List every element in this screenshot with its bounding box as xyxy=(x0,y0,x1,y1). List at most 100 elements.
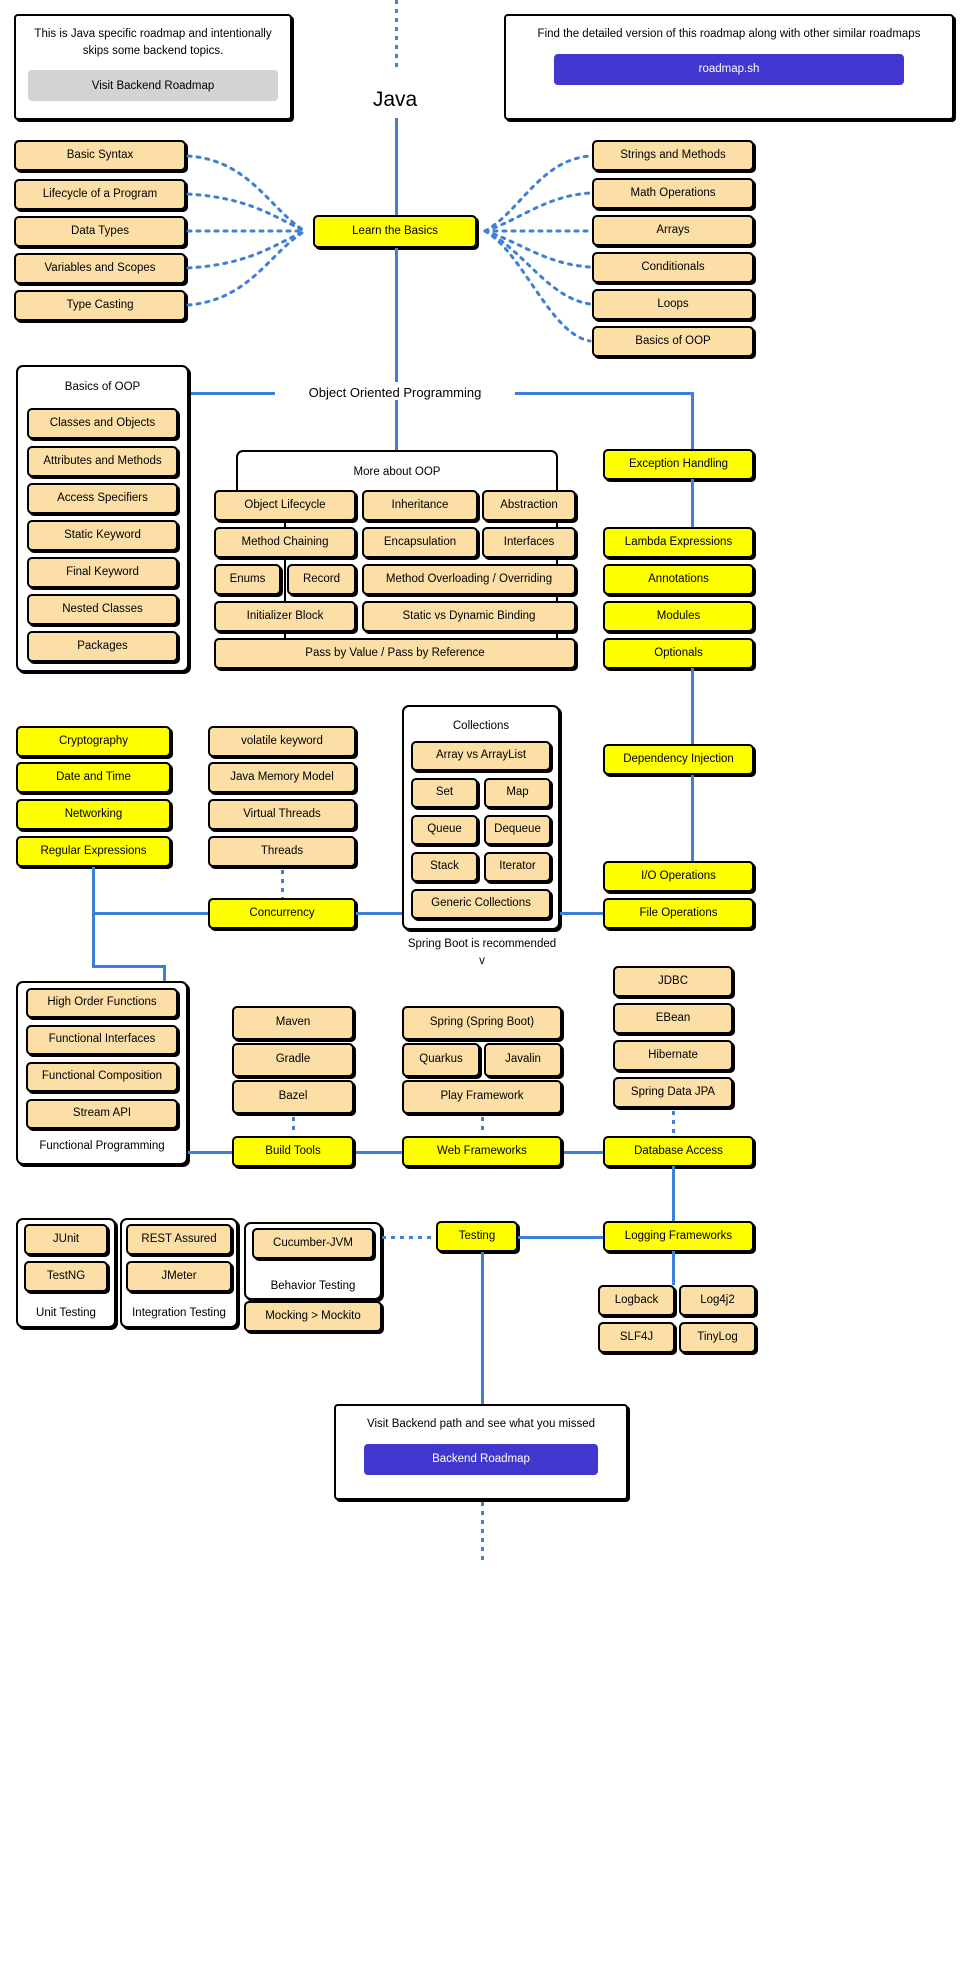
node-virtual-threads[interactable]: Virtual Threads xyxy=(208,799,356,830)
node-pass-by-value-pass-by-reference[interactable]: Pass by Value / Pass by Reference xyxy=(214,638,576,669)
node-basic-syntax[interactable]: Basic Syntax xyxy=(14,140,186,171)
node-database-access[interactable]: Database Access xyxy=(603,1136,754,1167)
node-regular-expressions[interactable]: Regular Expressions xyxy=(16,836,171,867)
node-modules[interactable]: Modules xyxy=(603,601,754,632)
node-hibernate[interactable]: Hibernate xyxy=(613,1040,733,1071)
node-enums[interactable]: Enums xyxy=(214,564,281,595)
node-log4j2[interactable]: Log4j2 xyxy=(679,1285,756,1316)
node-method-chaining[interactable]: Method Chaining xyxy=(214,527,356,558)
node-logback[interactable]: Logback xyxy=(598,1285,675,1316)
node-junit[interactable]: JUnit xyxy=(24,1224,108,1255)
node-dequeue[interactable]: Dequeue xyxy=(484,815,551,845)
node-javalin[interactable]: Javalin xyxy=(484,1043,562,1077)
node-spring-spring-boot[interactable]: Spring (Spring Boot) xyxy=(402,1006,562,1040)
node-final-keyword[interactable]: Final Keyword xyxy=(27,557,178,588)
node-type-casting[interactable]: Type Casting xyxy=(14,290,186,321)
node-date-and-time[interactable]: Date and Time xyxy=(16,762,171,793)
node-conditionals[interactable]: Conditionals xyxy=(592,252,754,283)
page-title: Java xyxy=(372,88,418,111)
link-testing-to-bottom-note xyxy=(481,1252,484,1404)
node-bazel[interactable]: Bazel xyxy=(232,1080,354,1114)
node-cryptography[interactable]: Cryptography xyxy=(16,726,171,757)
node-packages[interactable]: Packages xyxy=(27,631,178,662)
node-cucumber-jvm[interactable]: Cucumber-JVM xyxy=(252,1228,374,1259)
node-stack[interactable]: Stack xyxy=(411,852,478,882)
node-strings-and-methods[interactable]: Strings and Methods xyxy=(592,140,754,171)
node-initializer-block[interactable]: Initializer Block xyxy=(214,601,356,632)
link-optionals-to-di xyxy=(691,668,694,746)
node-access-specifiers[interactable]: Access Specifiers xyxy=(27,483,178,514)
node-logging-frameworks[interactable]: Logging Frameworks xyxy=(603,1221,754,1252)
node-testing[interactable]: Testing xyxy=(436,1221,518,1252)
node-jmeter[interactable]: JMeter xyxy=(126,1261,232,1292)
node-mocking-mockito[interactable]: Mocking > Mockito xyxy=(244,1301,382,1332)
node-record[interactable]: Record xyxy=(287,564,356,595)
node-exception-handling[interactable]: Exception Handling xyxy=(603,449,754,480)
node-gradle[interactable]: Gradle xyxy=(232,1043,354,1077)
node-array-vs-arraylist[interactable]: Array vs ArrayList xyxy=(411,741,551,771)
node-attributes-and-methods[interactable]: Attributes and Methods xyxy=(27,446,178,477)
node-arrays[interactable]: Arrays xyxy=(592,215,754,246)
node-networking[interactable]: Networking xyxy=(16,799,171,830)
node-map[interactable]: Map xyxy=(484,778,551,808)
node-learn-the-basics[interactable]: Learn the Basics xyxy=(313,215,477,248)
node-interfaces[interactable]: Interfaces xyxy=(482,527,576,558)
link-threads-to-concurrency xyxy=(281,870,284,898)
node-variables-and-scopes[interactable]: Variables and Scopes xyxy=(14,253,186,284)
node-queue[interactable]: Queue xyxy=(411,815,478,845)
group-basics-of-oop-label: Basics of OOP xyxy=(64,381,141,393)
node-classes-and-objects[interactable]: Classes and Objects xyxy=(27,408,178,439)
node-inheritance[interactable]: Inheritance xyxy=(362,490,478,521)
backend-roadmap-button[interactable]: Backend Roadmap xyxy=(364,1443,598,1475)
node-math-operations[interactable]: Math Operations xyxy=(592,178,754,209)
node-quarkus[interactable]: Quarkus xyxy=(402,1043,480,1077)
node-play-framework[interactable]: Play Framework xyxy=(402,1080,562,1114)
roadmap-sh-button[interactable]: roadmap.sh xyxy=(554,53,904,85)
node-file-operations[interactable]: File Operations xyxy=(603,898,754,929)
node-testng[interactable]: TestNG xyxy=(24,1261,108,1292)
node-nested-classes[interactable]: Nested Classes xyxy=(27,594,178,625)
node-data-types[interactable]: Data Types xyxy=(14,216,186,247)
node-basics-of-oop-right[interactable]: Basics of OOP xyxy=(592,326,754,357)
node-build-tools[interactable]: Build Tools xyxy=(232,1136,354,1167)
node-dependency-injection[interactable]: Dependency Injection xyxy=(603,744,754,775)
link-build-to-web xyxy=(354,1151,402,1154)
node-encapsulation[interactable]: Encapsulation xyxy=(362,527,478,558)
node-abstraction[interactable]: Abstraction xyxy=(482,490,576,521)
node-threads[interactable]: Threads xyxy=(208,836,356,867)
node-object-lifecycle[interactable]: Object Lifecycle xyxy=(214,490,356,521)
link-left-into-functional xyxy=(92,965,166,968)
node-stream-api[interactable]: Stream API xyxy=(26,1099,178,1129)
node-volatile-keyword[interactable]: volatile keyword xyxy=(208,726,356,757)
link-concurrency-to-collections xyxy=(356,912,402,915)
node-spring-data-jpa[interactable]: Spring Data JPA xyxy=(613,1077,733,1108)
node-tinylog[interactable]: TinyLog xyxy=(679,1322,756,1353)
node-jdbc[interactable]: JDBC xyxy=(613,966,733,997)
node-rest-assured[interactable]: REST Assured xyxy=(126,1224,232,1255)
spine-basics-to-oop xyxy=(395,248,398,382)
node-io-operations[interactable]: I/O Operations xyxy=(603,861,754,892)
node-lifecycle-of-a-program[interactable]: Lifecycle of a Program xyxy=(14,179,186,210)
node-set[interactable]: Set xyxy=(411,778,478,808)
group-integration-testing-label: Integration Testing xyxy=(132,1307,226,1319)
node-functional-composition[interactable]: Functional Composition xyxy=(26,1062,178,1092)
node-functional-interfaces[interactable]: Functional Interfaces xyxy=(26,1025,178,1055)
link-oop-to-more-group xyxy=(395,400,398,450)
node-optionals[interactable]: Optionals xyxy=(603,638,754,669)
node-method-overloading-overriding[interactable]: Method Overloading / Overriding xyxy=(362,564,576,595)
node-java-memory-model[interactable]: Java Memory Model xyxy=(208,762,356,793)
node-concurrency[interactable]: Concurrency xyxy=(208,898,356,929)
node-high-order-functions[interactable]: High Order Functions xyxy=(26,988,178,1018)
node-ebean[interactable]: EBean xyxy=(613,1003,733,1034)
visit-backend-roadmap-button[interactable]: Visit Backend Roadmap xyxy=(28,70,278,102)
node-loops[interactable]: Loops xyxy=(592,289,754,320)
node-generic-collections[interactable]: Generic Collections xyxy=(411,889,551,919)
node-static-vs-dynamic-binding[interactable]: Static vs Dynamic Binding xyxy=(362,601,576,632)
node-annotations[interactable]: Annotations xyxy=(603,564,754,595)
node-maven[interactable]: Maven xyxy=(232,1006,354,1040)
node-static-keyword[interactable]: Static Keyword xyxy=(27,520,178,551)
node-iterator[interactable]: Iterator xyxy=(484,852,551,882)
node-web-frameworks[interactable]: Web Frameworks xyxy=(402,1136,562,1167)
node-lambda-expressions[interactable]: Lambda Expressions xyxy=(603,527,754,558)
node-slf4j[interactable]: SLF4J xyxy=(598,1322,675,1353)
